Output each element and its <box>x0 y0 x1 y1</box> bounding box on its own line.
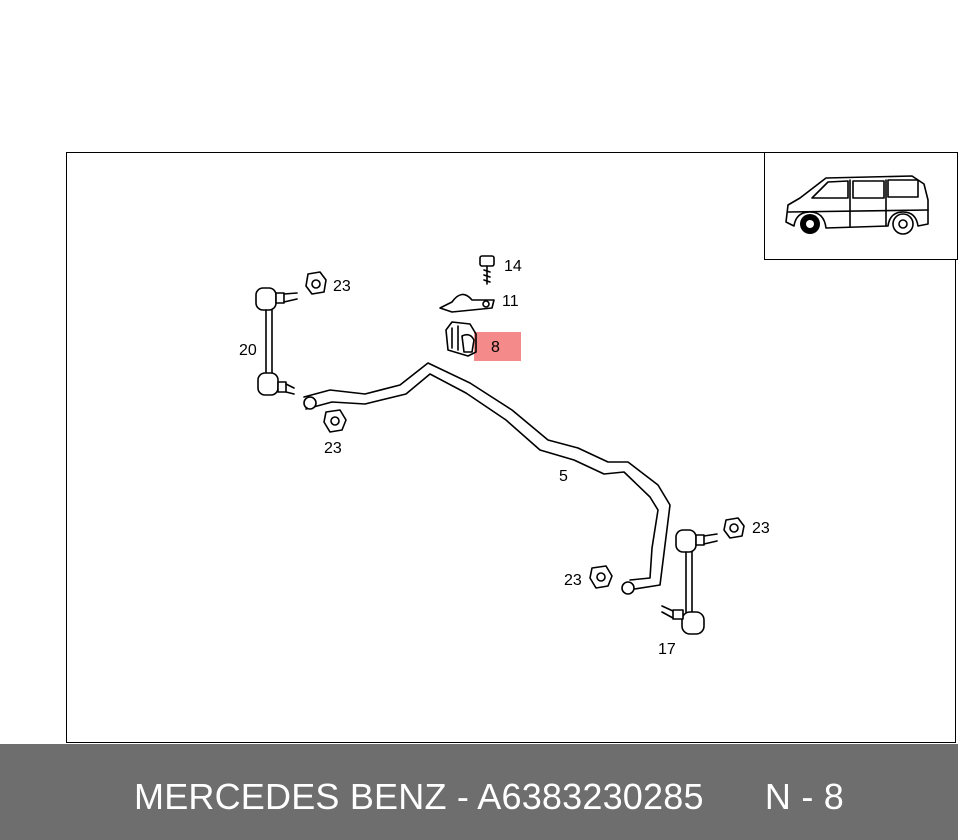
callout-23-lower-mid: 23 <box>564 572 582 589</box>
callout-23-right: 23 <box>752 520 770 537</box>
callout-14: 14 <box>504 258 522 275</box>
bushing-part-8 <box>445 321 477 357</box>
callout-23-top-left: 23 <box>333 278 351 295</box>
part-number: A6383230285 <box>477 776 704 817</box>
callout-17: 17 <box>658 641 676 658</box>
callout-11: 11 <box>502 293 519 310</box>
callout-5: 5 <box>559 468 568 485</box>
position-label: N - 8 <box>764 776 844 817</box>
nut-part-23-right <box>723 517 745 539</box>
callout-8: 8 <box>491 339 500 356</box>
brand-name: MERCEDES BENZ <box>134 776 447 817</box>
footer-bar <box>0 744 958 840</box>
footer-separator: - <box>446 776 478 817</box>
clamp-part-11 <box>439 293 495 313</box>
callout-20: 20 <box>239 342 257 359</box>
part-info-footer: MERCEDES BENZ - A6383230285 N - 8 <box>134 776 844 818</box>
part-8-highlight <box>474 332 521 361</box>
link-rod-part-17 <box>661 529 718 635</box>
callout-23-mid-left: 23 <box>324 440 342 457</box>
nut-part-23-lower-mid <box>589 565 613 589</box>
nut-part-23-mid-left <box>323 409 347 433</box>
parts-diagram: 14 11 8 23 20 23 5 23 23 17 <box>239 175 929 658</box>
link-rod-part-20 <box>255 287 298 396</box>
bolt-part-14 <box>479 255 495 285</box>
vehicle-thumbnail-box <box>764 152 958 260</box>
stabilizer-bar-part-5 <box>303 362 671 595</box>
nut-part-23-top-left <box>305 271 327 295</box>
van-side-icon <box>785 175 929 235</box>
